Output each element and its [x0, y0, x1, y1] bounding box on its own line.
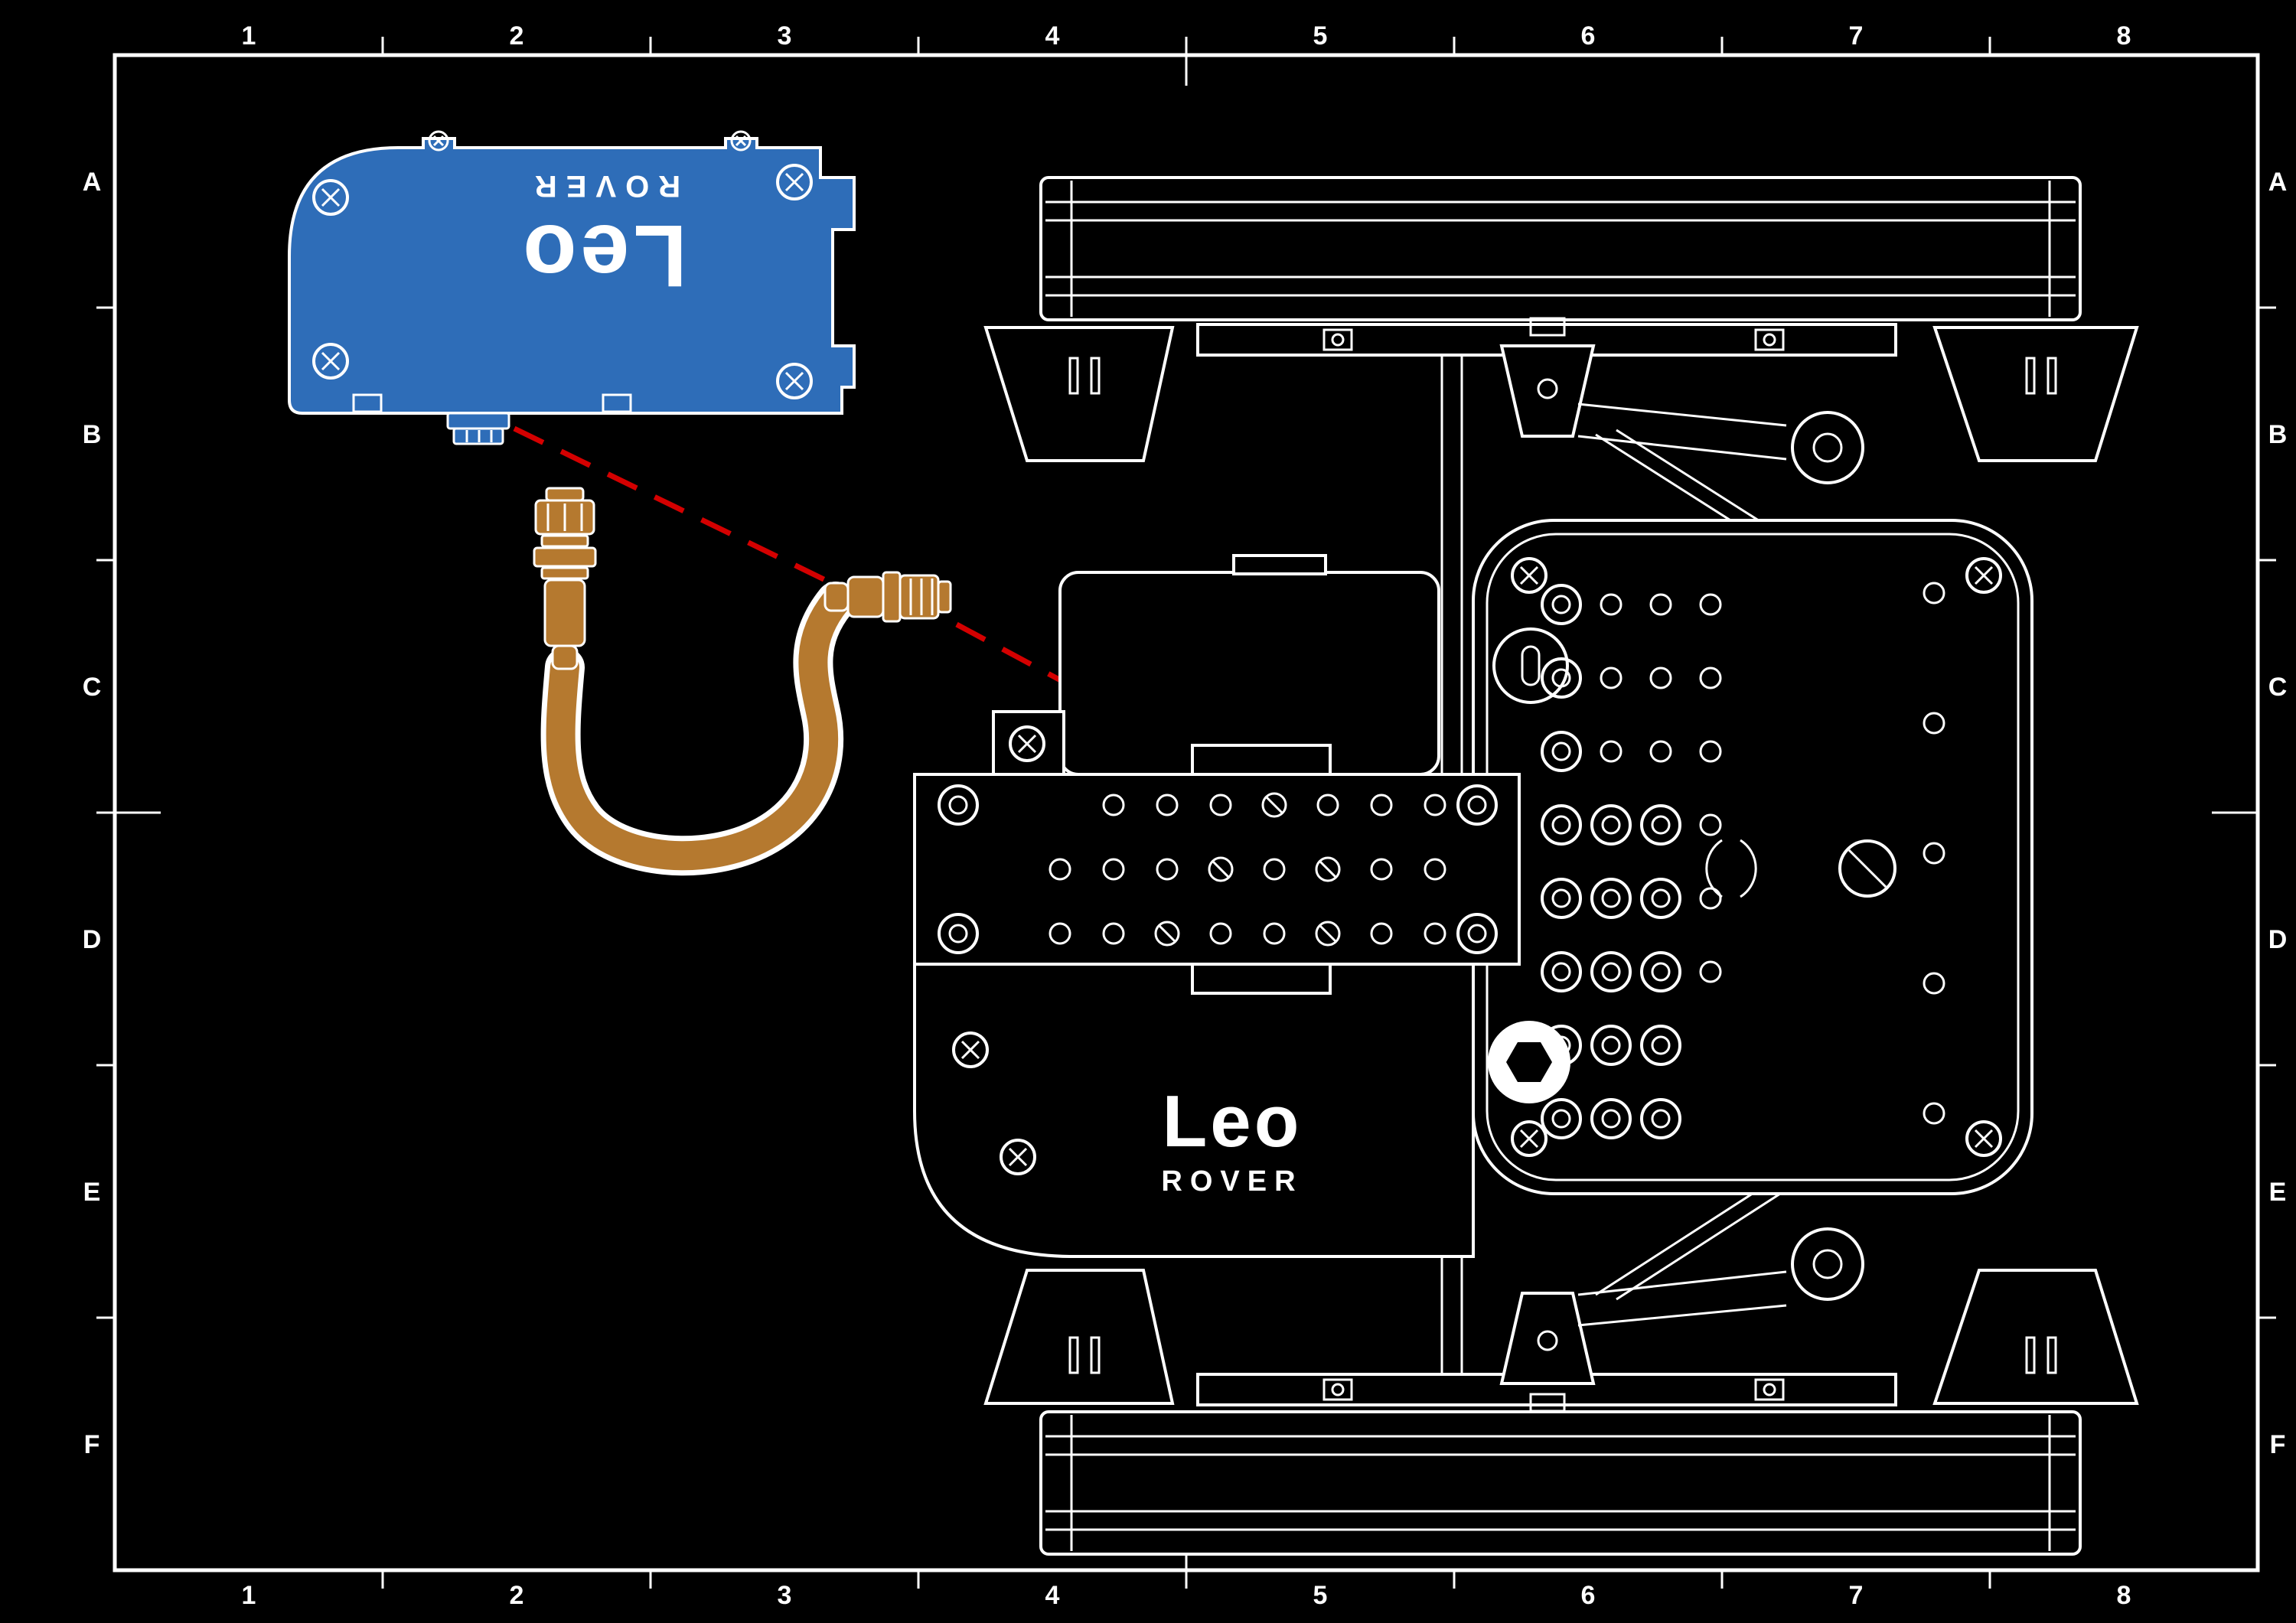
battery-outline [288, 137, 856, 415]
power-switch [1492, 627, 1569, 704]
grid-col-label: 4 [1045, 1581, 1060, 1610]
grid-row-label: A [83, 168, 102, 197]
suspension-bearing-top [1791, 411, 1864, 484]
suspension-top [1196, 317, 1897, 542]
grid-col-label: 3 [778, 1581, 792, 1610]
battery-box: Leo ROVER [288, 130, 856, 445]
grid-row-label: D [83, 925, 102, 954]
rover-logo-rover: ROVER [1161, 1165, 1303, 1198]
drawing-frame: 1 2 3 4 5 6 7 8 1 2 3 4 5 6 7 8 A B C D … [83, 21, 2288, 1610]
grid-col-label: 4 [1045, 21, 1060, 51]
grid-row-label: D [2268, 925, 2288, 954]
main-body [1472, 519, 2033, 1195]
slotted-screw [1838, 839, 1896, 898]
wheel-top [1039, 176, 2082, 321]
grid-row-label: B [2268, 420, 2288, 449]
cable-connector-upper [533, 487, 597, 670]
battery-notch [602, 393, 632, 413]
hex-bolt [1488, 1021, 1570, 1103]
grid-col-label: 2 [510, 21, 524, 51]
battery-connector [446, 412, 510, 445]
plate-tab-top [1191, 744, 1332, 777]
orientation-arcs [1705, 839, 1757, 898]
grid-col-label: 5 [1313, 1581, 1328, 1610]
power-cable [533, 487, 952, 876]
battery-logo-leo: Leo [519, 207, 687, 305]
grid-col-label: 1 [242, 1581, 256, 1610]
grid-col-label: 5 [1313, 21, 1328, 51]
grid-row-label: C [2268, 673, 2288, 702]
grid-col-label: 8 [2117, 1581, 2131, 1610]
fender-bracket-bottom-left [983, 1269, 1175, 1405]
grid-col-label: 3 [778, 21, 792, 51]
plate-tab-bottom [1191, 961, 1332, 995]
grid-row-label: F [2270, 1430, 2286, 1459]
grid-col-label: 7 [1849, 21, 1864, 51]
grid-row-label: C [83, 673, 102, 702]
lower-body [913, 963, 1475, 1258]
electronics-box [992, 554, 1440, 776]
grid-row-label: E [83, 1178, 101, 1207]
grid-row-label: A [2268, 168, 2288, 197]
grid-row-label: B [83, 420, 102, 449]
grid-col-label: 1 [242, 21, 256, 51]
grid-row-label: F [84, 1430, 100, 1459]
fender-bracket-top-right [1932, 326, 2139, 462]
wheel-bottom [1039, 1410, 2082, 1556]
grid-col-label: 2 [510, 1581, 524, 1610]
rover-logo: Leo ROVER [1161, 1080, 1303, 1198]
lower-body-details: Leo ROVER [952, 1031, 1303, 1198]
dashed-line-segment [513, 425, 874, 606]
suspension-bottom [1196, 1186, 1897, 1413]
battery-logo-rover: ROVER [526, 169, 680, 203]
grid-row-label: E [2269, 1178, 2287, 1207]
fender-bracket-bottom-right [1932, 1269, 2139, 1405]
fender-bracket-top-left [983, 326, 1175, 462]
cable-wire [546, 587, 850, 871]
grid-col-label: 8 [2117, 21, 2131, 51]
rover-logo-leo: Leo [1163, 1080, 1303, 1162]
battery-notch [352, 393, 383, 413]
battery-logo: Leo ROVER [519, 169, 687, 305]
suspension-bearing-bottom [1791, 1227, 1864, 1301]
rover-top-view: Leo ROVER [913, 176, 2139, 1556]
grid-col-label: 6 [1581, 1581, 1596, 1610]
grid-col-label: 7 [1849, 1581, 1864, 1610]
grid-col-label: 6 [1581, 21, 1596, 51]
mounting-plate [913, 773, 1521, 966]
cable-connector-right [823, 571, 952, 623]
